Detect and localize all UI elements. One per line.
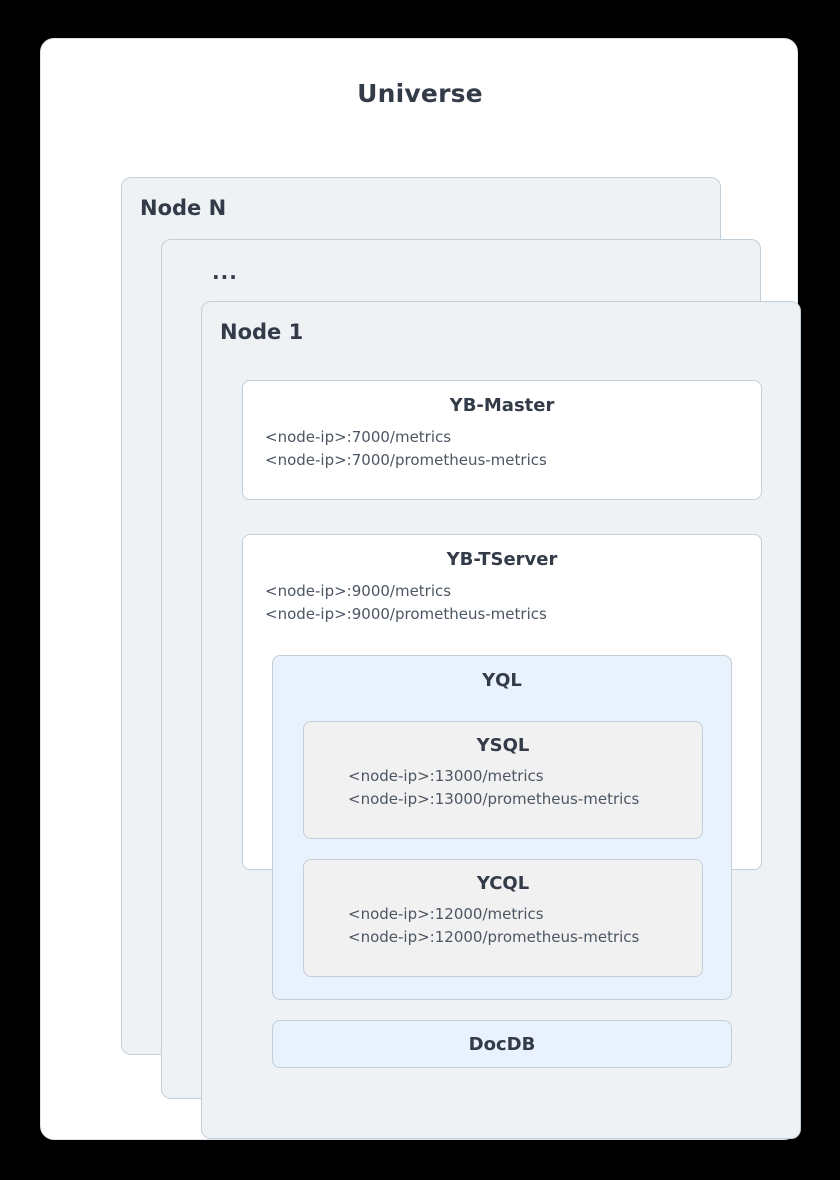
yb-master-title: YB-Master bbox=[449, 395, 555, 416]
yb-tserver-endpoint-prometheus: <node-ip>:9000/prometheus-metrics bbox=[265, 605, 547, 624]
yb-master-endpoint-metrics: <node-ip>:7000/metrics bbox=[265, 428, 452, 446]
yb-master-box: YB-Master <node-ip>:7000/metrics <node-i… bbox=[242, 380, 762, 500]
node-label-node-n: Node N bbox=[140, 196, 227, 220]
ysql-title: YSQL bbox=[476, 735, 530, 756]
universe-title: Universe bbox=[357, 79, 483, 108]
docdb-box: DocDB bbox=[272, 1020, 732, 1068]
universe-card: Universe Node N ... Node 1 YB-Master <no… bbox=[40, 38, 801, 1140]
yb-master-endpoints: <node-ip>:7000/metrics <node-ip>:7000/pr… bbox=[265, 426, 739, 473]
ycql-endpoint-metrics: <node-ip>:12000/metrics bbox=[348, 905, 544, 923]
node-label-ellipsis: ... bbox=[212, 260, 238, 284]
yql-box: YQL YSQL <node-ip>:13000/metrics <node-i… bbox=[272, 655, 732, 1000]
ysql-endpoint-metrics: <node-ip>:13000/metrics bbox=[348, 767, 544, 785]
yb-tserver-title: YB-TServer bbox=[446, 549, 558, 570]
ycql-box: YCQL <node-ip>:12000/metrics <node-ip>:1… bbox=[303, 859, 703, 977]
ysql-endpoint-prometheus: <node-ip>:13000/prometheus-metrics bbox=[348, 790, 640, 809]
ysql-box: YSQL <node-ip>:13000/metrics <node-ip>:1… bbox=[303, 721, 703, 839]
yb-tserver-endpoints: <node-ip>:9000/metrics <node-ip>:9000/pr… bbox=[265, 580, 739, 627]
ycql-title: YCQL bbox=[476, 873, 530, 894]
ycql-endpoint-prometheus: <node-ip>:12000/prometheus-metrics bbox=[348, 928, 640, 947]
yb-master-endpoint-prometheus: <node-ip>:7000/prometheus-metrics bbox=[265, 451, 547, 470]
yb-tserver-endpoint-metrics: <node-ip>:9000/metrics bbox=[265, 582, 452, 600]
ysql-endpoints: <node-ip>:13000/metrics <node-ip>:13000/… bbox=[326, 765, 680, 812]
node-label-node-1: Node 1 bbox=[220, 320, 304, 344]
yql-title: YQL bbox=[482, 670, 522, 691]
node-card-node-1: Node 1 YB-Master <node-ip>:7000/metrics … bbox=[201, 301, 801, 1139]
docdb-title: DocDB bbox=[468, 1033, 536, 1055]
ycql-endpoints: <node-ip>:12000/metrics <node-ip>:12000/… bbox=[326, 903, 680, 950]
